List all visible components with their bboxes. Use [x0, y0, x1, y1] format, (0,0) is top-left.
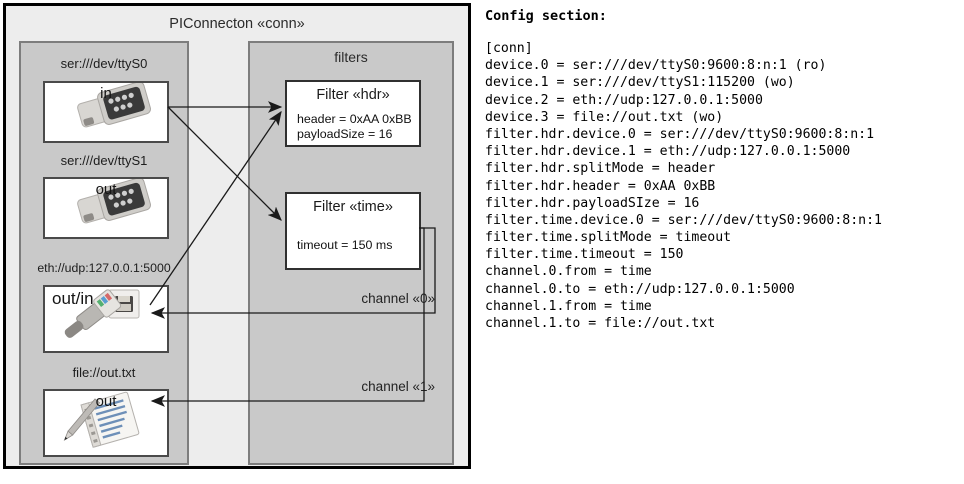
config-line: device.1 = ser:///dev/ttyS1:115200 (wo) [485, 75, 795, 91]
device-node-eth[interactable]: out/in [43, 285, 169, 353]
diagram-title: PIConnecton «conn» [169, 16, 305, 32]
config-line: filter.hdr.payloadSIze = 16 [485, 195, 700, 211]
config-lines: [conn] device.0 = ser:///dev/ttyS0:9600:8… [485, 40, 882, 332]
device-node-ttyS1[interactable]: out [43, 177, 169, 239]
config-line: filter.time.splitMode = timeout [485, 230, 732, 246]
config-line: device.0 = ser:///dev/ttyS0:9600:8:n:1 (… [485, 58, 827, 74]
config-line: filter.hdr.splitMode = header [485, 161, 716, 177]
device-caption-out-in: out/in [52, 289, 94, 308]
config-line: filter.time.timeout = 150 [485, 247, 684, 263]
filter-node-time[interactable]: Filter «time» timeout = 150 ms [285, 192, 421, 270]
device-caption-out-file: out [95, 393, 117, 410]
config-line: filter.hdr.header = 0xAA 0xBB [485, 178, 716, 194]
filter-time-title: Filter «time» [313, 199, 393, 215]
device-caption-out-serial: out [95, 181, 117, 198]
config-line: channel.0.from = time [485, 264, 652, 280]
filters-group: filters Filter «hdr» header = 0xAA 0xBB … [248, 41, 454, 465]
device-node-ttyS0[interactable]: in [43, 81, 169, 143]
filter-hdr-attr-payloadsize: payloadSize = 16 [297, 127, 393, 141]
filter-hdr-title: Filter «hdr» [316, 87, 390, 103]
device-label-file: file://out.txt [72, 365, 136, 380]
connection-diagram: PIConnecton «conn» ser:///dev/ttyS0 in s… [0, 0, 478, 484]
filter-hdr-attr-header: header = 0xAA 0xBB [297, 112, 412, 126]
config-line: device.2 = eth://udp:127.0.0.1:5000 [485, 92, 763, 108]
device-node-file[interactable]: out [43, 389, 169, 457]
config-line: filter.time.device.0 = ser:///dev/ttyS0:… [485, 212, 882, 228]
filter-node-hdr[interactable]: Filter «hdr» header = 0xAA 0xBB payloadS… [285, 80, 421, 147]
channel-label-1: channel «1» [361, 379, 435, 394]
device-caption-in: in [100, 85, 112, 102]
config-line: channel.1.from = time [485, 298, 652, 314]
text-file-pencil-icon [63, 391, 140, 448]
config-line: device.3 = file://out.txt (wo) [485, 109, 724, 125]
filters-group-title: filters [334, 49, 368, 65]
filter-time-attr-timeout: timeout = 150 ms [297, 238, 393, 252]
config-line: [conn] [485, 41, 533, 56]
channel-label-0: channel «0» [361, 291, 435, 306]
device-label-ttyS1: ser:///dev/ttyS1 [60, 153, 148, 168]
config-line: channel.0.to = eth://udp:127.0.0.1:5000 [485, 281, 795, 297]
serial-connector-icon [77, 83, 151, 128]
config-line: filter.hdr.device.1 = eth://udp:127.0.0.… [485, 144, 851, 160]
ethernet-plug-icon [64, 289, 140, 338]
config-line: filter.hdr.device.0 = ser:///dev/ttyS0:9… [485, 126, 875, 142]
config-line: channel.1.to = file://out.txt [485, 316, 716, 331]
device-label-ttyS0: ser:///dev/ttyS0 [60, 56, 148, 71]
serial-connector-icon [77, 179, 151, 224]
devices-group: ser:///dev/ttyS0 in ser:///dev/ttyS1 out [19, 41, 189, 465]
config-heading: Config section: [485, 8, 607, 24]
config-section: Config section: [conn] device.0 = ser:///… [482, 0, 964, 484]
device-label-eth: eth://udp:127.0.0.1:5000 [37, 261, 171, 275]
